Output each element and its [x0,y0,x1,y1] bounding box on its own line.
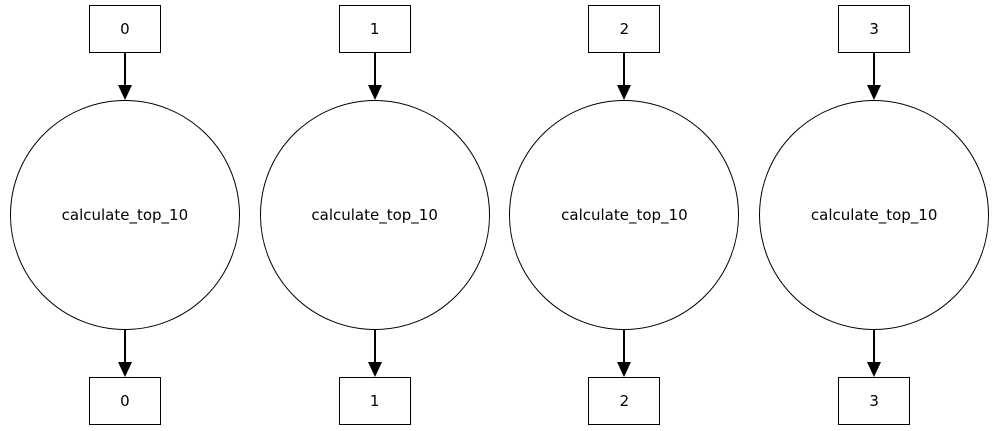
arrow-head [117,362,132,377]
output-node: 0 [88,377,161,425]
arrow-down-icon [117,330,132,377]
arrow-down-icon [367,53,382,100]
process-node: calculate_top_10 [9,100,240,330]
arrow-line [623,53,626,85]
input-node: 0 [88,5,161,53]
arrow-down-icon [867,53,882,100]
process-node: calculate_top_10 [509,100,740,330]
input-node: 2 [588,5,661,53]
arrow-head [367,362,382,377]
process-node: calculate_top_10 [759,100,990,330]
arrow-line [123,53,126,85]
arrow-head [617,362,632,377]
arrow-down-icon [117,53,132,100]
arrow-head [617,85,632,100]
arrow-down-icon [367,330,382,377]
arrow-down-icon [867,330,882,377]
arrow-head [867,362,882,377]
input-node: 1 [338,5,411,53]
arrow-line [873,330,876,362]
arrow-line [873,53,876,85]
pipeline-column-3: 3 calculate_top_10 3 [749,0,999,431]
pipeline-column-0: 0 calculate_top_10 0 [0,0,250,431]
input-node: 3 [838,5,911,53]
output-node: 2 [588,377,661,425]
arrow-head [367,85,382,100]
output-node: 3 [838,377,911,425]
arrow-line [373,330,376,362]
arrow-down-icon [617,53,632,100]
output-node: 1 [338,377,411,425]
process-node: calculate_top_10 [259,100,490,330]
arrow-line [373,53,376,85]
pipeline-column-1: 1 calculate_top_10 1 [250,0,500,431]
arrow-head [117,85,132,100]
arrow-down-icon [617,330,632,377]
arrow-line [123,330,126,362]
pipeline-column-2: 2 calculate_top_10 2 [500,0,750,431]
arrow-line [623,330,626,362]
arrow-head [867,85,882,100]
